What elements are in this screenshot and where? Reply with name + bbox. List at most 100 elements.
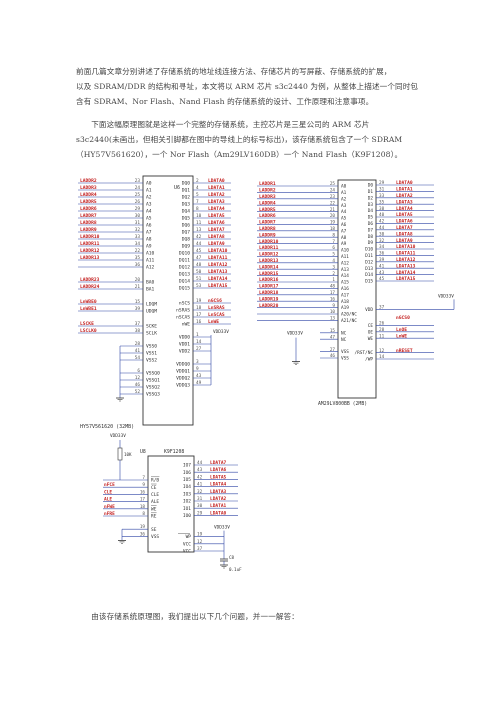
nand-io-num-3: 41 (197, 482, 203, 488)
nor-nc-num-0: 15 (330, 328, 336, 334)
sdram-dq-pin-2: DQ2 (182, 195, 191, 201)
nor-addr-net-3: LADDR4 (259, 200, 276, 206)
sdram-dq-pin-3: DQ3 (182, 202, 191, 208)
sdram-dq-net-2: LDATA2 (208, 192, 225, 198)
nor-d-net-8: LDATA8 (396, 231, 413, 237)
sdram-addr-pin-3: A3 (146, 202, 152, 208)
nor-addr-pin-1: A1 (341, 190, 347, 196)
sdram-dq-num-13: 50 (196, 269, 202, 275)
sdram-vddq-num-2: 43 (196, 373, 202, 379)
nor-vss-pin-0: VSS (341, 349, 349, 355)
sdram-addr-num-11: 35 (135, 255, 141, 261)
sdram-vss-pin-0: VSS0 (146, 344, 157, 350)
sdram-dqm-net-0: LnWBE0 (80, 299, 97, 305)
nor-d-net-9: LDATA9 (396, 238, 413, 244)
sdram-ba-num-0: 20 (135, 277, 141, 283)
nor-addr-pin-14: A14 (341, 273, 349, 279)
nor-addr-num-10: 6 (332, 245, 335, 251)
nor-addr-num-0: 25 (330, 181, 336, 187)
sdram-addr-net-3: LADDR5 (80, 199, 97, 205)
nor-addr-pin-6: A6 (341, 222, 347, 228)
sdram-vdd-pin-1: VDD1 (179, 342, 190, 348)
sdram-addr-net-4: LADDR6 (80, 206, 97, 212)
nor-d-pin-10: D10 (365, 247, 373, 253)
sdram-dq-pin-15: DQ15 (179, 286, 190, 292)
nand-left-pin-0: R/B (151, 478, 159, 484)
nor-d-net-12: LDATA12 (396, 257, 416, 263)
nor-addr-net-2: LADDR3 (259, 194, 276, 200)
nor-addr-pin-9: A9 (341, 241, 347, 247)
nand-pwr-num-0: 19 (140, 524, 146, 530)
question-paragraph: 由该存储系统原理图，我们提出以下几个问题，并一一解答： (76, 609, 428, 624)
nor-d-net-13: LDATA13 (396, 263, 416, 269)
nor-vss-num-0: 27 (330, 347, 336, 353)
nor-d-num-14: 43 (379, 270, 385, 276)
nand-left-net-2: CLE (104, 489, 112, 495)
nor-addr-num-11: 5 (332, 252, 335, 258)
nor-d-net-10: LDATA10 (396, 244, 416, 250)
nor-addr-num-2: 23 (330, 194, 336, 200)
nand-io-net-2: LDATA5 (210, 474, 227, 480)
nand-wp-num: 19 (197, 532, 203, 538)
nor-d-num-7: 44 (379, 225, 385, 231)
norflash-part-label: AM29LV800BB (2MB) (318, 401, 367, 407)
intro-paragraph: 前面几篇文章分别讲述了存储系统的地址线连接方法、存储芯片的写屏蔽、存储系统的扩展… (76, 64, 428, 109)
sdram-vssq-num-2: 46 (135, 382, 141, 388)
nor-addr-num-19: 9 (332, 303, 335, 309)
sdram-dq-net-4: LDATA4 (208, 206, 225, 212)
sdram-vdd-net: VDD33V (213, 329, 229, 335)
nand-vcc-net: VDD33V (214, 525, 230, 531)
nor-nc-num-1: 47 (330, 334, 336, 340)
nand-io-num-1: 43 (197, 467, 203, 473)
nor-cs-net: nGCS0 (396, 315, 410, 321)
nor-addr-num-3: 22 (330, 200, 336, 206)
nor-addr-pin-13: A13 (341, 267, 349, 273)
sdram-addr-num-8: 33 (135, 234, 141, 240)
sdram-vssq-num-3: 52 (135, 389, 141, 395)
intro-line-1: 前面几篇文章分别讲述了存储系统的地址线连接方法、存储芯片的写屏蔽、存储系统的扩展… (76, 67, 392, 76)
nor-addr-net-17: LADDR18 (259, 290, 279, 296)
sdram-dq-net-9: LDATA9 (208, 241, 225, 247)
sdram-ctrl-pin-2: nSCAS (176, 315, 190, 321)
sdram-vddq-pin-2: VDDQ2 (176, 376, 190, 382)
sdram-dq-pin-14: DQ14 (179, 279, 190, 285)
sdram-addr-num-3: 26 (135, 199, 141, 205)
nand-left-net-1: nFCE (104, 482, 115, 488)
sdram-dq-num-10: 45 (196, 248, 202, 254)
schematic-intro-line-2: s3c2440(未画出，但相关引脚都在图中的导线上的标号标出)，该存储系统包含了… (76, 135, 403, 144)
nor-addr-num-15: 1 (332, 277, 335, 283)
sdram-dq-net-12: LDATA12 (208, 262, 228, 268)
nor-addr-pin-21: A21/NC (341, 318, 357, 324)
nor-addr-net-11: LADDR12 (259, 252, 279, 258)
sdram-dq-num-15: 53 (196, 283, 202, 289)
sdram-vss-num-1: 41 (135, 348, 141, 354)
sdram-addr-pin-0: A0 (146, 181, 152, 187)
sdram-dq-pin-9: DQ9 (182, 244, 191, 250)
nand-pwr-num-1: 36 (140, 531, 146, 537)
nand-left-num-5: 8 (142, 511, 145, 517)
nand-left-num-2: 16 (140, 489, 146, 495)
nor-d-net-3: LDATA3 (396, 199, 413, 205)
sdram-vss-num-0: 28 (135, 341, 141, 347)
nand-vcc-num-1: 37 (197, 546, 203, 552)
nor-addr-net-16: LADDR17 (259, 284, 279, 290)
nor-d-pin-1: D1 (368, 189, 374, 195)
nor-addr-net-19: LADDR20 (259, 303, 279, 309)
nor-addr-pin-2: A2 (341, 196, 347, 202)
nor-d-num-5: 40 (379, 212, 385, 218)
sdram-dq-net-7: LDATA7 (208, 227, 225, 233)
sdram-addr-num-2: 25 (135, 192, 141, 198)
sdram-dq-num-4: 8 (196, 206, 199, 212)
nand-left-pin-4: WE (151, 506, 157, 512)
nor-addr-net-10: LADDR11 (259, 245, 279, 251)
sdram-vddq-pin-1: VDDQ1 (176, 369, 190, 375)
nand-cap-ref: C8 (229, 555, 235, 560)
nor-addr-num-13: 3 (332, 264, 335, 270)
sdram-dq-pin-0: DQ0 (182, 181, 191, 187)
nor-addr-num-5: 20 (330, 213, 336, 219)
sdram-dq-num-1: 4 (196, 185, 199, 191)
sdram-addr-net-11: LADDR13 (80, 255, 100, 261)
sdram-ctrl-pin-3: nWE (182, 322, 191, 328)
sdram-dq-net-6: LDATA6 (208, 220, 225, 226)
sdram-dq-net-0: LDATA0 (208, 178, 225, 184)
